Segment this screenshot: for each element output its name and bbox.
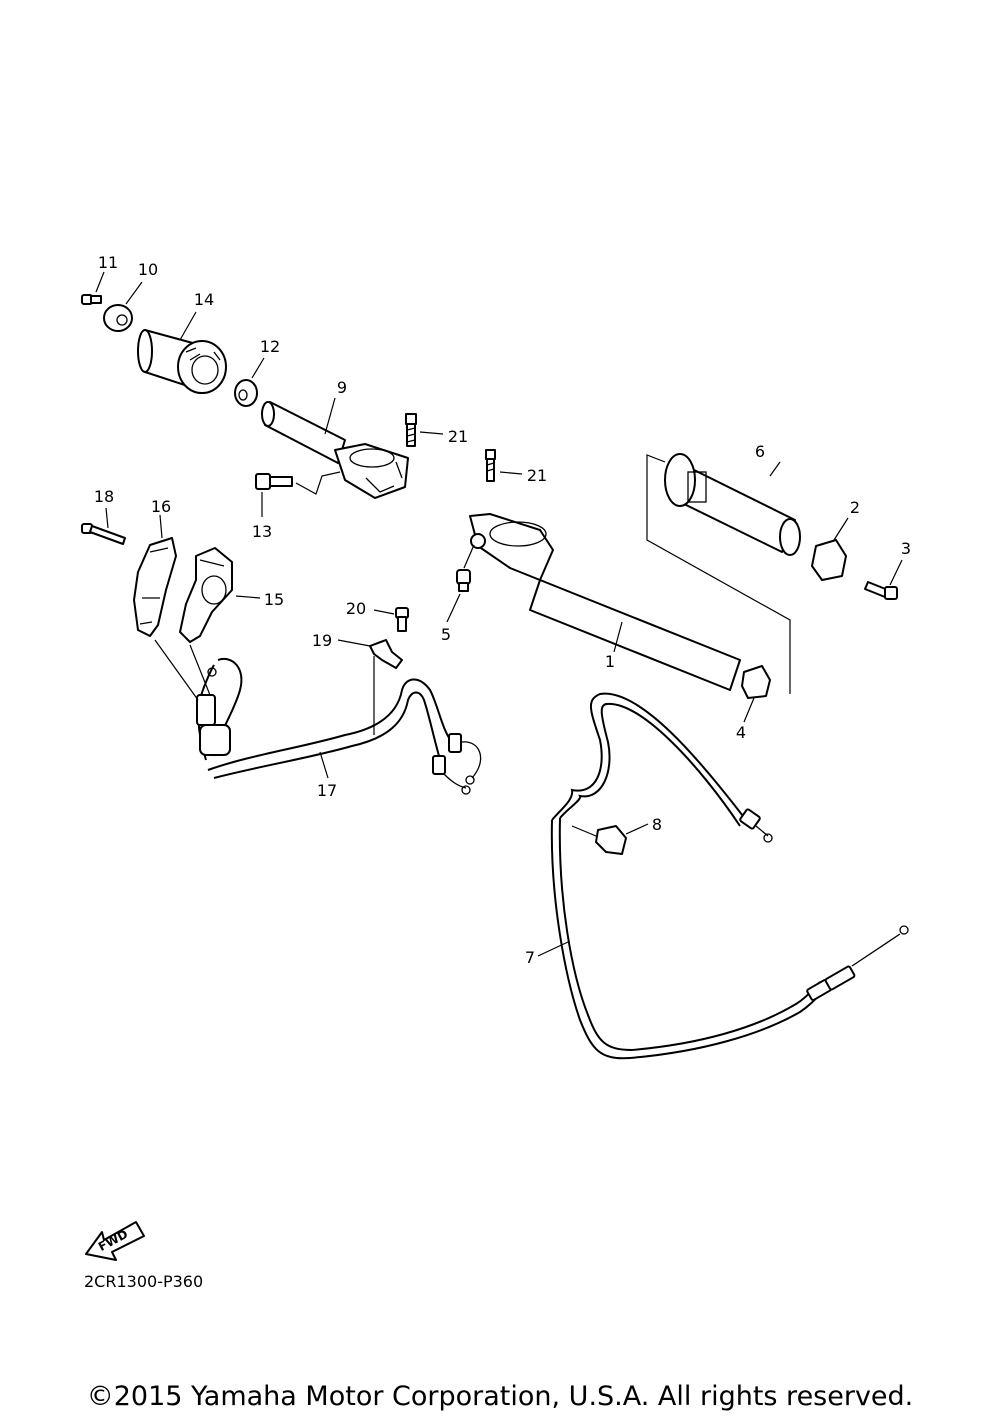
- callout-12: 12: [260, 337, 280, 356]
- leader-11: [95, 271, 105, 293]
- leader-17: [319, 751, 329, 779]
- part-21-bolt-b: [485, 449, 496, 482]
- callout-11: 11: [98, 253, 118, 272]
- part-15-housing-upper: [179, 547, 233, 643]
- callout-6: 6: [755, 442, 765, 461]
- leader-12: [251, 357, 265, 379]
- leader-14: [179, 311, 197, 341]
- diagram-code: 2CR1300-P360: [84, 1272, 203, 1291]
- part-17-throttle-cables: [196, 657, 482, 795]
- part-1-handlebar-right: [469, 513, 741, 691]
- part-18-screw: [81, 523, 126, 545]
- leader-20: [373, 609, 395, 615]
- part-9-handlebar-left: [261, 401, 409, 499]
- callout-19: 19: [312, 631, 332, 650]
- callout-4: 4: [736, 723, 746, 742]
- callout-2: 2: [850, 498, 860, 517]
- fwd-arrow-icon: FWD: [85, 1221, 145, 1261]
- callout-18: 18: [94, 487, 114, 506]
- callout-21-upper: 21: [448, 427, 468, 446]
- leader-16-to-17: [154, 639, 199, 701]
- part-7-clutch-cable: [550, 692, 909, 1060]
- copyright-notice: ©2015 Yamaha Motor Corporation, U.S.A. A…: [86, 1381, 914, 1412]
- leader-15-to-17: [189, 644, 211, 696]
- part-14-throttle-grip: [137, 329, 227, 394]
- part-13-bolt: [255, 473, 293, 490]
- part-10-bar-end: [103, 304, 133, 332]
- leader-13-to-9: [295, 471, 341, 495]
- leader-1: [613, 621, 623, 653]
- callout-3: 3: [901, 539, 911, 558]
- leader-3: [889, 559, 903, 586]
- part-8-cable-holder: [595, 825, 627, 855]
- callout-16: 16: [151, 497, 171, 516]
- part-12-collar: [234, 379, 258, 407]
- part-5-bolt: [456, 569, 471, 592]
- callout-9: 9: [337, 378, 347, 397]
- leader-8: [625, 823, 649, 835]
- part-6-grip: [664, 453, 801, 556]
- leader-5-to-1: [463, 544, 475, 569]
- callout-21-lower: 21: [527, 466, 547, 485]
- part-4-collar: [741, 665, 771, 699]
- leader-19: [337, 639, 371, 647]
- leader-7-to-8: [571, 825, 597, 837]
- part-20-screw: [395, 607, 409, 632]
- callout-8: 8: [652, 815, 662, 834]
- callout-10: 10: [138, 260, 158, 279]
- bracket-6: [646, 454, 791, 694]
- leader-18: [105, 507, 109, 529]
- part-3-screw: [864, 581, 898, 600]
- leader-15: [235, 595, 261, 599]
- part-2-bar-end-weight: [811, 539, 847, 581]
- callout-20: 20: [346, 599, 366, 618]
- callout-17: 17: [317, 781, 337, 800]
- leader-2: [833, 517, 849, 541]
- callout-14: 14: [194, 290, 214, 309]
- part-21-bolt-a: [405, 413, 417, 447]
- leader-9: [324, 397, 336, 435]
- leader-21b: [499, 471, 523, 475]
- leader-6: [769, 461, 781, 477]
- callout-1: 1: [605, 652, 615, 671]
- part-11-screw: [81, 294, 102, 305]
- callout-5: 5: [441, 625, 451, 644]
- leader-7: [537, 941, 569, 957]
- leader-10: [125, 281, 143, 305]
- leader-16: [159, 514, 163, 539]
- callout-7: 7: [525, 948, 535, 967]
- leader-21a: [419, 431, 444, 435]
- callout-15: 15: [264, 590, 284, 609]
- leader-4: [743, 697, 755, 723]
- part-19-clamp: [369, 639, 403, 669]
- leader-5: [446, 593, 461, 623]
- callout-13: 13: [252, 522, 272, 541]
- part-16-housing-lower: [133, 537, 177, 637]
